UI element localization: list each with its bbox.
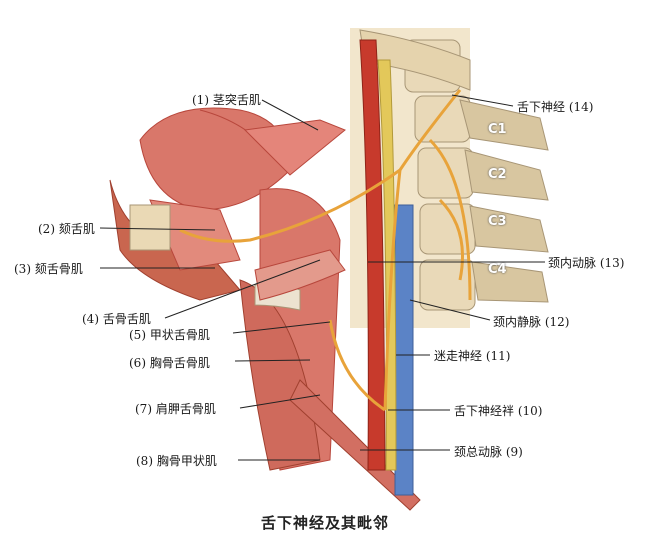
label-hypoglossal-nerve: 舌下神经 (14) (517, 100, 594, 114)
hypoglossal-nerve (179, 89, 472, 412)
label-genioglossus: (2) 颏舌肌 (38, 222, 95, 236)
tongue-muscles (109, 107, 346, 301)
label-internal-carotid: 颈内动脉 (13) (548, 256, 625, 270)
label-thyrohyoid: (5) 甲状舌骨肌 (129, 328, 210, 342)
vertebra-label-c3: C3 (488, 214, 507, 229)
vertebra-label-c2: C2 (488, 167, 507, 182)
label-vagus-nerve: 迷走神经 (11) (434, 349, 511, 363)
label-internal-jugular: 颈内静脉 (12) (493, 315, 570, 329)
label-geniohyoid: (3) 颏舌骨肌 (14, 262, 83, 276)
leader-lines (99, 94, 545, 461)
vertebra-label-c1: C1 (488, 122, 507, 137)
label-sternothyroid: (8) 胸骨甲状肌 (136, 454, 217, 468)
label-omohyoid: (7) 肩胛舌骨肌 (135, 402, 216, 416)
label-hyoglossus: (4) 舌骨舌肌 (82, 312, 151, 326)
neck-muscles (239, 188, 421, 511)
vertebra-label-c4: C4 (488, 262, 507, 277)
figure-caption: 舌下神经及其毗邻 (260, 514, 389, 532)
label-styloglossus: (1) 茎突舌肌 (192, 93, 261, 107)
label-ansa-cervicalis: 舌下神经袢 (10) (454, 404, 543, 418)
label-sternohyoid: (6) 胸骨舌骨肌 (129, 356, 210, 370)
vessels (359, 39, 414, 496)
label-common-carotid: 颈总动脉 (9) (454, 445, 523, 459)
